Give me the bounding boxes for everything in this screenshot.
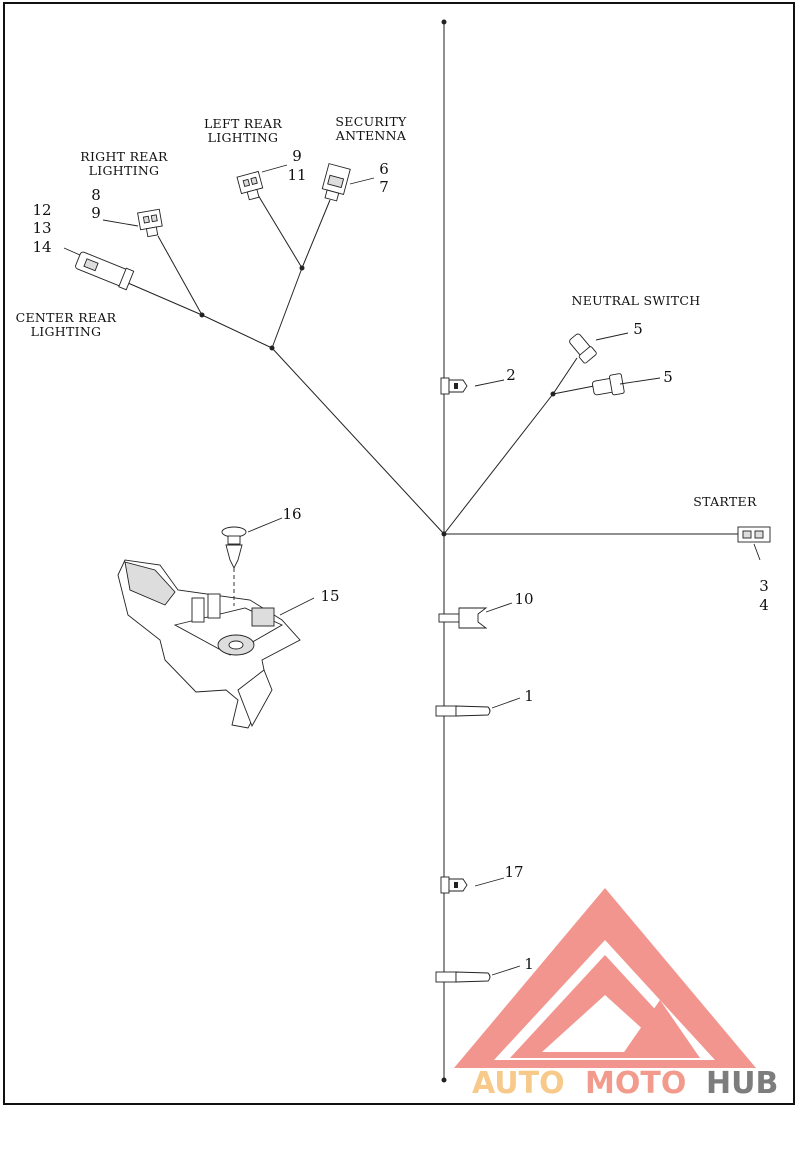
callout-1-lower: 1 — [524, 955, 534, 973]
trunk-bottom-node — [441, 1077, 447, 1083]
callout-3: 3 — [759, 577, 769, 595]
callout-17: 17 — [504, 863, 523, 881]
center-rear-lighting-label-line1: CENTER REAR — [16, 310, 117, 325]
right-rear-lighting-label-line1: RIGHT REAR — [80, 149, 168, 164]
callout-16: 16 — [282, 505, 301, 523]
callout-5-upper: 5 — [633, 320, 643, 338]
left-rear-lighting-label-line2: LIGHTING — [208, 130, 279, 145]
callout-14: 14 — [32, 238, 51, 256]
callout-11: 11 — [287, 166, 306, 184]
neutral-switch-connector-lower — [592, 373, 625, 396]
leader-lines — [63, 164, 761, 976]
callout-10: 10 — [514, 590, 533, 608]
callout-6: 6 — [379, 160, 389, 178]
callout-9-left: 9 — [292, 147, 302, 165]
starter-connector — [737, 526, 771, 543]
security-antenna-label-line1: SECURITY — [335, 114, 407, 129]
center-rear-lighting-label-line2: LIGHTING — [31, 324, 102, 339]
clip-10 — [438, 607, 488, 629]
diagram-border — [3, 2, 795, 1105]
watermark-text-moto: MOTO — [585, 1066, 686, 1101]
trunk-top-node — [441, 19, 447, 25]
left-rear-lighting-label-line1: LEFT REAR — [204, 116, 282, 131]
watermark-text-hub: HUB — [706, 1066, 778, 1101]
neutral-switch-connector-upper — [569, 333, 597, 364]
callout-7: 7 — [379, 178, 389, 196]
rear-lighting-branch — [127, 194, 445, 535]
callout-5-lower: 5 — [663, 368, 673, 386]
tie-strap-1-lower — [435, 971, 491, 983]
callout-12: 12 — [32, 201, 51, 219]
callout-4: 4 — [759, 596, 769, 614]
right-rear-lighting-connector — [137, 208, 163, 238]
neutral-switch-label: NEUTRAL SWITCH — [572, 293, 701, 308]
watermark-text-auto: AUTO — [472, 1066, 565, 1101]
callout-9-right: 9 — [91, 204, 101, 222]
starter-label: STARTER — [693, 494, 757, 509]
callout-8: 8 — [91, 186, 101, 204]
security-antenna-connector — [321, 163, 351, 202]
bracket-assembly — [117, 559, 301, 729]
push-pin-fastener — [221, 526, 247, 606]
clip-2 — [440, 377, 468, 395]
callout-2: 2 — [506, 366, 516, 384]
callout-13: 13 — [32, 219, 51, 237]
callout-15: 15 — [320, 587, 339, 605]
security-antenna-label-line2: ANTENNA — [335, 128, 407, 143]
center-rear-lighting-connector — [75, 251, 135, 291]
left-rear-lighting-connector — [236, 170, 264, 201]
clip-17 — [440, 876, 468, 894]
neutral-switch-branch — [443, 357, 595, 535]
watermark-logo — [454, 888, 756, 1068]
callout-1-upper: 1 — [524, 687, 534, 705]
right-rear-lighting-label-line2: LIGHTING — [89, 163, 160, 178]
tie-strap-1-upper — [435, 705, 491, 717]
